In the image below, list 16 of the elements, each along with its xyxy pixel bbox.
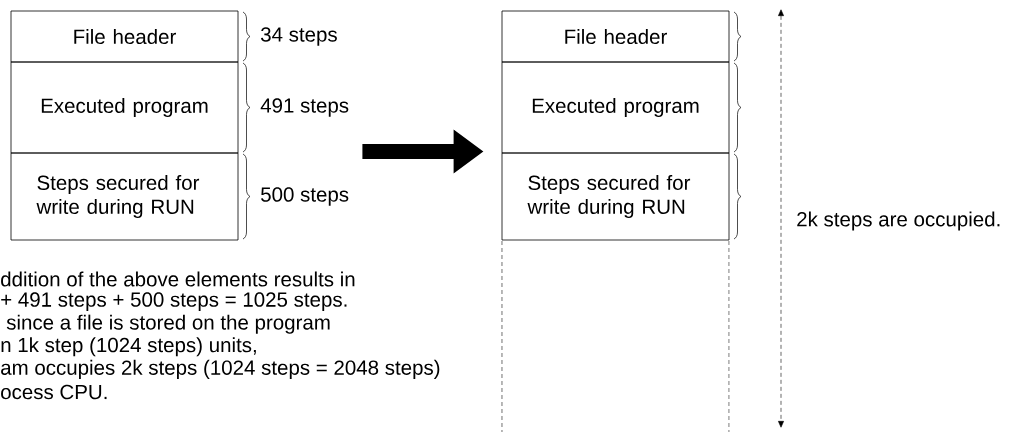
explanation-line: + 491 steps + 500 steps = 1025 steps.	[1, 292, 347, 311]
memory-block: Steps secured for write during RUN	[10, 152, 239, 241]
memory-block: Executed program	[501, 61, 730, 154]
step-count: 500 steps	[261, 187, 349, 206]
explanation-line: ddition of the above elements results in	[1, 271, 355, 287]
explanation-line: since a file is stored on the program	[6, 314, 330, 334]
memory-block: File header	[501, 10, 730, 63]
memory-block: Steps secured for write during RUN	[501, 152, 730, 241]
step-count: 491 steps	[260, 98, 349, 117]
memory-block: Executed program	[10, 61, 239, 154]
explanation-line: n 1k step (1024 steps) units,	[1, 337, 256, 357]
explanation-line: ocess CPU.	[1, 384, 107, 400]
annotation: 2k steps are occupied.	[797, 211, 1000, 231]
explanation-line: am occupies 2k steps (1024 steps = 2048 steps)	[1, 359, 440, 379]
step-count: 34 steps	[261, 27, 337, 46]
memory-block: File header	[10, 10, 239, 63]
